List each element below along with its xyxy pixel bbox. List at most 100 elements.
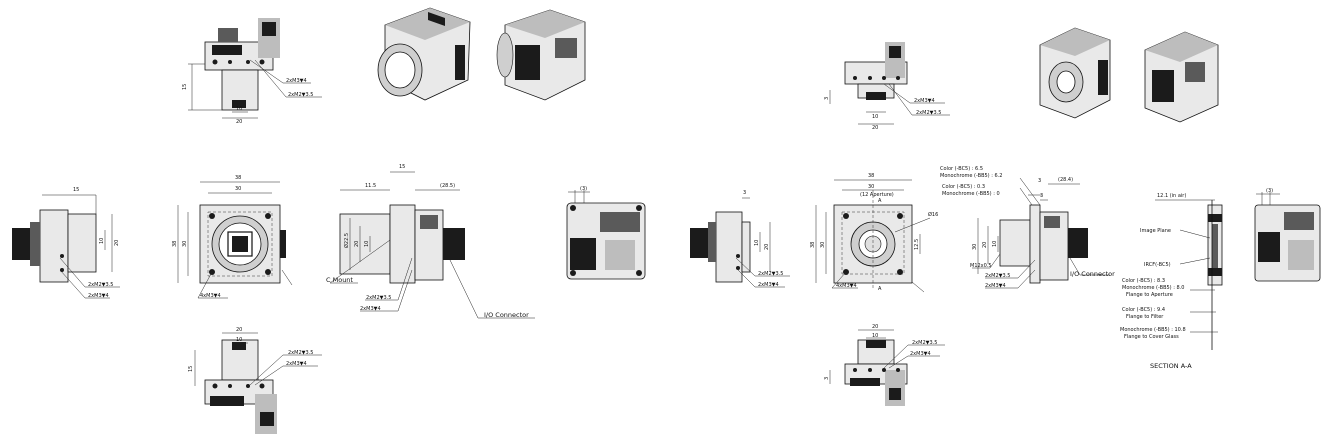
rg-side-right-view: Color (-BC5) : 6.5 Monochrome (-BB5) : 6… xyxy=(940,166,1115,289)
lg-front-dim-38-side: 38 xyxy=(172,241,178,247)
rg-sr-dim-28-4: (28.4) xyxy=(1058,177,1073,183)
rg-bot-dim-20: 20 xyxy=(872,324,878,330)
rg-sr-note-color-65: Color (-BC5) : 6.5 xyxy=(940,166,983,172)
rg-top-callout-m2: 2xM2▼3.5 xyxy=(916,110,941,116)
rg-top-dim-10: 10 xyxy=(872,114,878,120)
lg-front-callout-m3: 4xM3▼4 xyxy=(200,293,221,299)
rg-top-dim-20: 20 xyxy=(872,125,878,131)
rg-front-dim-30-side: 30 xyxy=(820,242,826,248)
rg-front-callout-m3: 4xM3▼4 xyxy=(836,283,857,289)
rg-front-dim-dia16: Ø16 xyxy=(928,211,938,218)
rg-sr-dim-3-mid: 3 xyxy=(1040,193,1043,199)
rg-side-left-view: 3 10 20 2xM2▼3.5 2xM3▼4 xyxy=(690,190,790,288)
rg-top-callout-m3: 2xM3▼4 xyxy=(914,98,935,104)
rg-bot-dim-3: 3 xyxy=(824,377,830,380)
rg-section-label-ircf: IRCF(-BC5) xyxy=(1144,262,1171,268)
rg-sr-note-mono-0: Monochrome (-BB5) : 0 xyxy=(942,191,1000,197)
rg-back-dim-3: (3) xyxy=(1266,188,1273,194)
lg-sr-callout-m3: 2xM3▼4 xyxy=(360,306,381,312)
lg-bot-dim-20: 20 xyxy=(236,327,242,333)
lg-front-view: 38 30 30 38 4xM3▼4 xyxy=(172,175,293,299)
rg-sr-dim-30: 30 xyxy=(972,244,978,250)
rg-bot-callout-m2: 2xM2▼3.5 xyxy=(912,340,937,346)
lg-side-left-view: 15 10 20 2xM2▼3.5 2xM3▼4 xyxy=(12,187,120,299)
rg-section-title: SECTION A-A xyxy=(1150,362,1192,370)
rg-section-note2-line2: Flange to Filter xyxy=(1126,314,1164,320)
lg-sr-callout-cmount: C Mount xyxy=(326,276,353,284)
rg-section-note3-line1: Monochrome (-BB5) : 10.8 xyxy=(1120,327,1186,333)
lg-top-dim-20: 20 xyxy=(236,119,242,125)
lg-bottom-view: 20 10 15 2xM2▼3.5 2xM3▼4 xyxy=(188,327,322,434)
rg-sr-dim-10: 10 xyxy=(992,241,998,247)
lg-sr-dim-11-5: 11.5 xyxy=(365,183,376,189)
rg-front-aperture: (12 Aperture) xyxy=(860,192,894,198)
lg-top-dim-15: 15 xyxy=(182,84,188,90)
rg-sr-callout-io: I/O Connector xyxy=(1070,270,1115,278)
lg-sr-dim-15: 15 xyxy=(399,164,405,170)
lg-sr-dim-10: 10 xyxy=(364,241,370,247)
rg-sr-callout-m12: M12x0.5 xyxy=(970,263,992,269)
lg-bot-dim-15: 15 xyxy=(188,366,194,372)
lg-sr-dim-28-5: (28.5) xyxy=(440,183,455,189)
rg-back-view: (3) xyxy=(1254,188,1321,282)
rg-section-note3-line2: Flange to Cover Glass xyxy=(1124,334,1179,340)
lg-sr-dim-20: 20 xyxy=(354,241,360,247)
rg-sr-dim-3-top: 3 xyxy=(1038,178,1041,184)
lg-sl-dim-15: 15 xyxy=(73,187,79,193)
rg-section-note2-line1: Color (-BC5) : 9.4 xyxy=(1122,307,1165,313)
lg-sr-callout-io: I/O Connector xyxy=(484,311,529,319)
rg-section-note1-line1: Color (-BC5) : 8.3 xyxy=(1122,278,1165,284)
lg-front-dim-30-top: 30 xyxy=(235,186,241,192)
rg-section-note1-line2: Monochrome (-BB5) : 8.0 xyxy=(1122,285,1184,291)
rg-sr-callout-m2: 2xM2▼3.5 xyxy=(985,273,1010,279)
rg-section-top-dim: 12.1 (in air) xyxy=(1157,193,1186,199)
rg-front-dim-12-5: 12.5 xyxy=(914,239,920,250)
rg-sr-dim-20: 20 xyxy=(982,242,988,248)
rg-front-dim-38-top: 38 xyxy=(868,173,874,179)
lg-back-dim-3: (3) xyxy=(580,186,587,192)
rg-iso-back xyxy=(1144,31,1219,123)
lg-front-dim-30-side: 30 xyxy=(182,241,188,247)
rg-front-dim-38-side: 38 xyxy=(810,242,816,248)
rg-sl-callout-m2: 2xM2▼3.5 xyxy=(758,271,783,277)
lg-sr-dim-dia: Ø22.5 xyxy=(343,233,350,248)
rg-front-view: 38 30 38 30 Ø16 12.5 A A (12 Aperture) 4… xyxy=(810,173,938,293)
lg-sl-callout-m3: 2xM3▼4 xyxy=(88,293,109,299)
rg-sl-dim-3: 3 xyxy=(743,190,746,196)
rg-sr-note-mono-62: Monochrome (-BB5) : 6.2 xyxy=(940,173,1002,179)
lg-top-dim-10: 10 xyxy=(236,106,242,112)
lg-front-dim-38-top: 38 xyxy=(235,175,241,181)
rg-top-dim-3: 3 xyxy=(824,97,830,100)
rg-sl-dim-20: 20 xyxy=(764,244,770,250)
lg-sr-callout-m2: 2xM2▼3.5 xyxy=(366,295,391,301)
rg-front-dim-30-top: 30 xyxy=(868,184,874,190)
rg-sr-callout-m3: 2xM3▼4 xyxy=(985,283,1006,289)
lg-top-callout-m3: 2xM3▼4 xyxy=(286,78,307,84)
lg-bot-callout-m3: 2xM3▼4 xyxy=(286,361,307,367)
lg-sl-dim-10: 10 xyxy=(99,238,105,244)
lg-bot-callout-m2: 2xM2▼3.5 xyxy=(288,350,313,356)
rg-top-view: 3 10 20 2xM3▼4 2xM2▼3.5 xyxy=(824,42,950,131)
lg-side-right-view: 15 11.5 (28.5) Ø22.5 20 10 C Mount 2xM2▼… xyxy=(326,164,535,319)
rg-bot-callout-m3: 2xM3▼4 xyxy=(910,351,931,357)
lg-back-view: (3) xyxy=(566,186,646,280)
lg-sl-dim-20: 20 xyxy=(114,240,120,246)
lg-top-callout-m2: 2xM2▼3.5 xyxy=(288,92,313,98)
rg-front-section-a-top: A xyxy=(878,198,882,204)
rg-sl-dim-10: 10 xyxy=(754,240,760,246)
lg-sl-callout-m2: 2xM2▼3.5 xyxy=(88,282,113,288)
lg-iso-front xyxy=(377,7,471,101)
lg-top-view: 15 10 20 2xM3▼4 2xM2▼3.5 xyxy=(182,18,322,125)
lg-iso-back xyxy=(496,9,586,101)
rg-bot-dim-10: 10 xyxy=(872,333,878,339)
rg-section-view: 12.1 (in air) Image Plane IRCF(-BC5) Col… xyxy=(1120,193,1223,370)
rg-iso-front xyxy=(1039,27,1111,119)
rg-sr-note-color-03: Color (-BC5) : 0.3 xyxy=(942,184,985,190)
rg-section-note1-line3: Flange to Aperture xyxy=(1126,292,1173,298)
rg-front-section-a-bottom: A xyxy=(878,286,882,292)
rg-bottom-view: 20 10 3 2xM2▼3.5 2xM3▼4 xyxy=(824,324,945,406)
rg-section-label-image-plane: Image Plane xyxy=(1140,228,1171,234)
rg-sl-callout-m3: 2xM3▼4 xyxy=(758,282,779,288)
lg-bot-dim-10: 10 xyxy=(236,337,242,343)
